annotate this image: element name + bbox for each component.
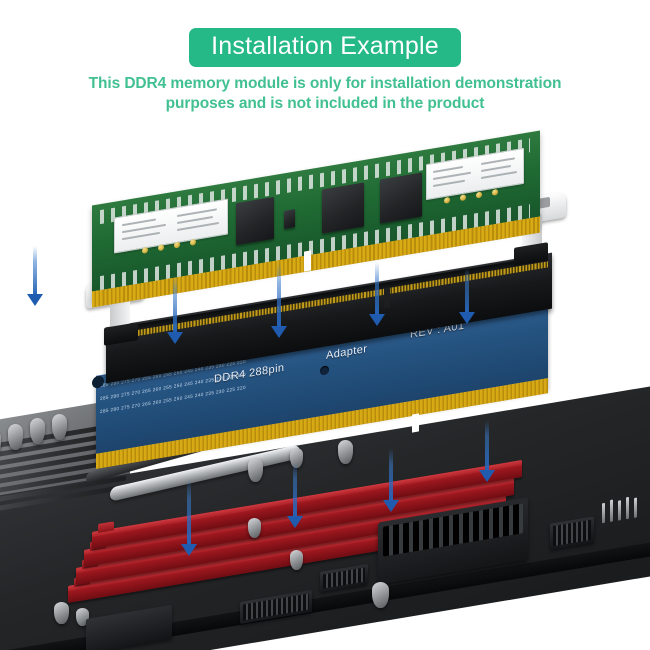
insertion-arrow-5	[458, 268, 476, 328]
insertion-arrow-6	[180, 478, 198, 560]
capacitor-12	[338, 440, 353, 464]
subtitle-line-2: purposes and is not included in the prod…	[165, 95, 485, 113]
spd-chip	[284, 209, 295, 229]
dram-chip-2	[322, 182, 364, 234]
capacitor-1	[372, 582, 389, 608]
insertion-arrow-1	[26, 246, 44, 308]
module-key-notch	[304, 250, 311, 272]
capacitor-10	[248, 458, 263, 482]
capacitor-8	[30, 418, 45, 444]
capacitor-6	[0, 430, 1, 456]
capacitor-4	[54, 602, 69, 624]
capacitor-3	[248, 518, 261, 538]
capacitor-2	[290, 550, 303, 570]
insertion-arrow-7	[286, 462, 304, 532]
insertion-arrow-3	[270, 262, 288, 344]
insertion-arrow-2	[166, 276, 184, 348]
subtitle-text: This DDR4 memory module is only for inst…	[0, 74, 650, 115]
dram-chip-3	[380, 172, 422, 224]
insertion-arrow-9	[478, 420, 496, 486]
subtitle-line-1: This DDR4 memory module is only for inst…	[88, 74, 562, 92]
motherboard	[0, 383, 650, 650]
capacitor-9	[52, 414, 67, 440]
ddr4-memory-module	[92, 130, 562, 308]
page-title-banner: Installation Example	[189, 28, 461, 67]
insertion-arrow-8	[382, 448, 400, 516]
capacitor-5	[76, 608, 89, 626]
capacitor-7	[8, 424, 23, 450]
insertion-arrow-4	[368, 262, 386, 330]
adapter-key-notch	[412, 413, 419, 433]
dram-chip-1	[236, 196, 274, 246]
header-section: Installation Example This DDR4 memory mo…	[0, 0, 650, 112]
